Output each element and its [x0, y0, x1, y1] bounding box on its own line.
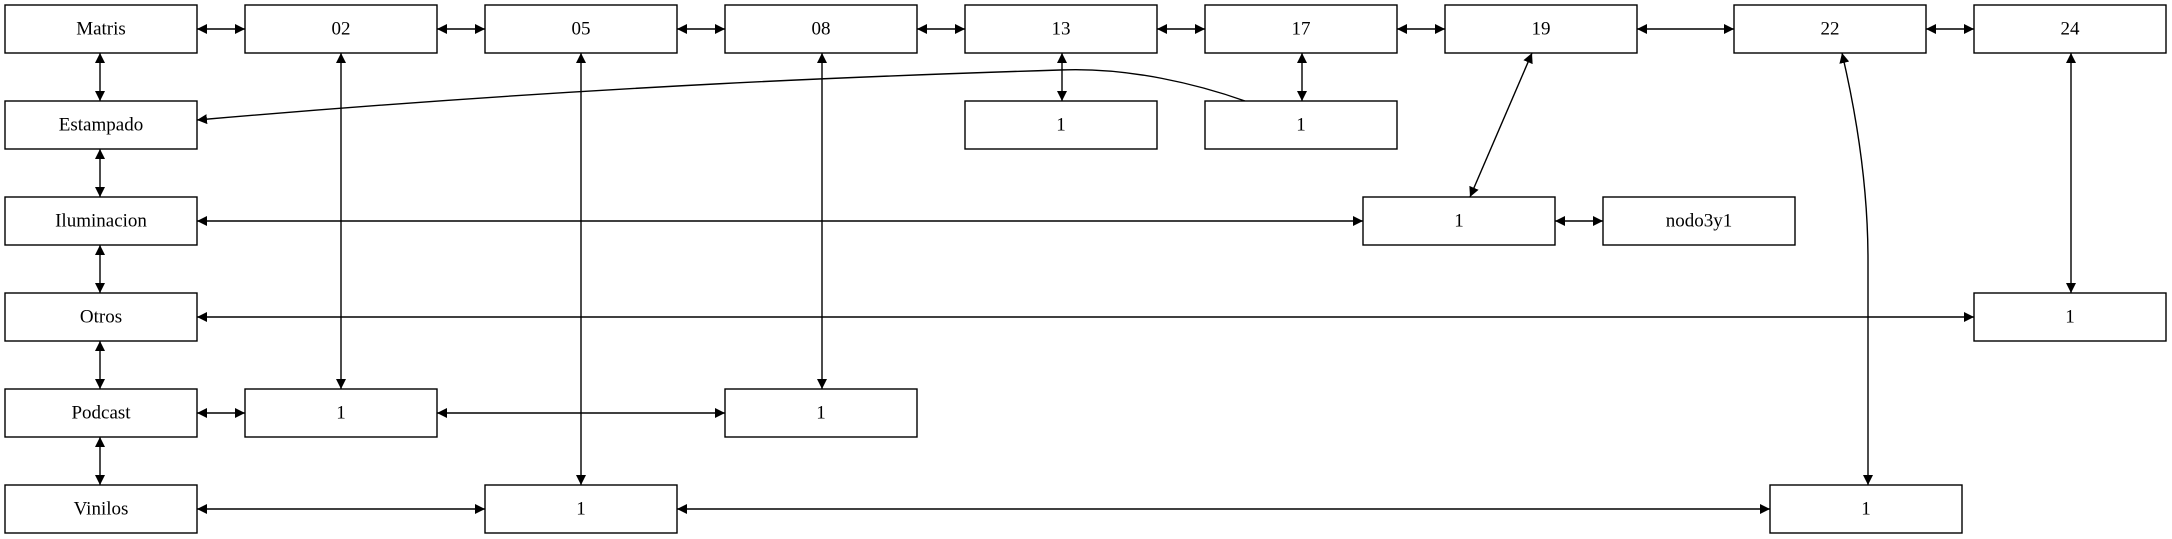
node-22-1[interactable]: 1: [1769, 484, 1963, 534]
node-label: 22: [1821, 19, 1840, 40]
edge-17-1-estampado: [196, 68, 1246, 125]
node-label: Iluminacion: [55, 211, 147, 232]
node-vinilos[interactable]: Vinilos: [4, 484, 198, 534]
node-label: 02: [332, 19, 351, 40]
node-19-1[interactable]: 1: [1362, 196, 1556, 246]
node-22[interactable]: 22: [1733, 4, 1927, 54]
node-17-1[interactable]: 1: [1204, 100, 1398, 150]
node-08[interactable]: 08: [724, 4, 918, 54]
node-iluminacion[interactable]: Iluminacion: [4, 196, 198, 246]
edge-22-22-1: [1839, 52, 1873, 485]
node-17[interactable]: 17: [1204, 4, 1398, 54]
edge-19-1: [1469, 52, 1533, 198]
edges-layer: [95, 24, 2076, 514]
node-label: 1: [1056, 115, 1066, 136]
node-24[interactable]: 24: [1973, 4, 2167, 54]
node-label: 17: [1292, 19, 1311, 40]
node-label: 1: [2065, 307, 2075, 328]
node-nodo3y1[interactable]: nodo3y1: [1602, 196, 1796, 246]
node-02[interactable]: 02: [244, 4, 438, 54]
node-05[interactable]: 05: [484, 4, 678, 54]
node-matris[interactable]: Matris: [4, 4, 198, 54]
node-estampado[interactable]: Estampado: [4, 100, 198, 150]
node-label: Vinilos: [74, 499, 129, 520]
node-label: 1: [816, 403, 826, 424]
node-label: Matris: [76, 19, 126, 40]
node-label: nodo3y1: [1666, 211, 1733, 232]
node-19[interactable]: 19: [1444, 4, 1638, 54]
node-label: Podcast: [71, 403, 131, 424]
node-13-1[interactable]: 1: [964, 100, 1158, 150]
node-08-1[interactable]: 1: [724, 388, 918, 438]
node-05-1[interactable]: 1: [484, 484, 678, 534]
node-label: 1: [336, 403, 346, 424]
node-label: 1: [1296, 115, 1306, 136]
node-label: 05: [572, 19, 591, 40]
node-label: 19: [1532, 19, 1551, 40]
node-label: 24: [2061, 19, 2081, 40]
node-otros[interactable]: Otros: [4, 292, 198, 342]
node-13[interactable]: 13: [964, 4, 1158, 54]
node-label: 13: [1052, 19, 1071, 40]
node-24-1[interactable]: 1: [1973, 292, 2167, 342]
nodes-layer: Matris 02 05 08 13 17 19 22 24 Estampado…: [4, 4, 2167, 534]
node-podcast[interactable]: Podcast: [4, 388, 198, 438]
node-02-1[interactable]: 1: [244, 388, 438, 438]
node-label: 1: [576, 499, 586, 520]
node-label: 1: [1861, 499, 1871, 520]
node-label: Otros: [80, 307, 122, 328]
node-label: 08: [812, 19, 831, 40]
node-label: 1: [1454, 211, 1464, 232]
node-label: Estampado: [59, 115, 143, 136]
